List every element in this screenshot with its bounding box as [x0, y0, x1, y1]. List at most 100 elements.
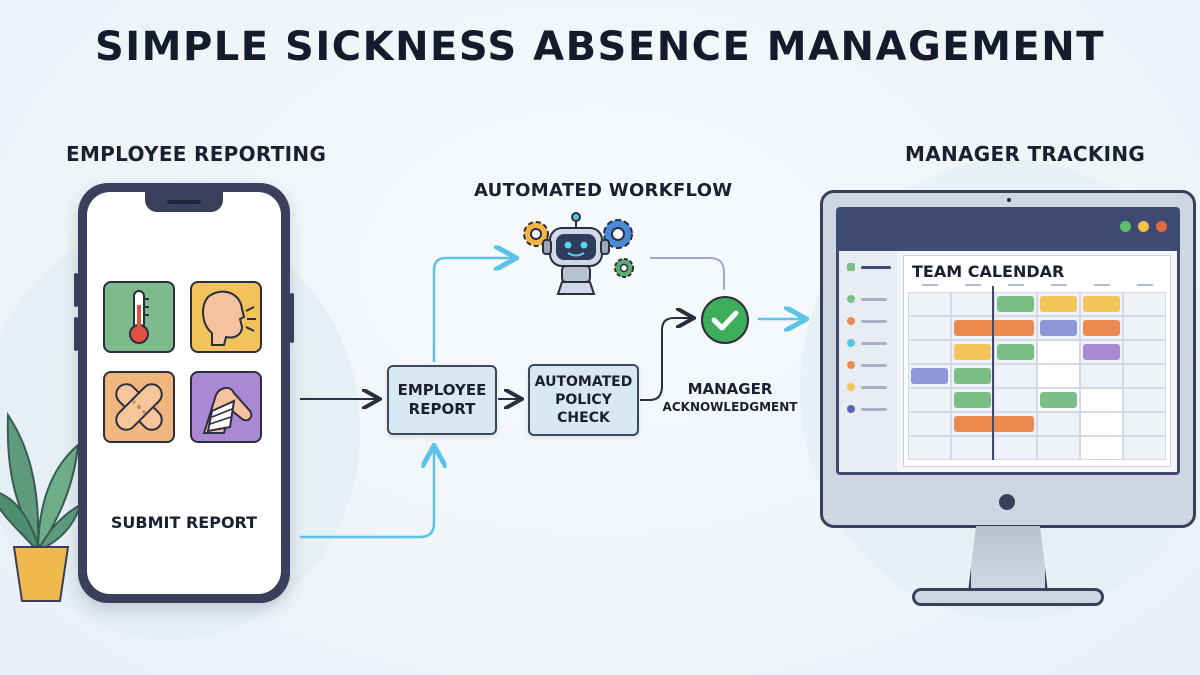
monitor: TEAM CALENDAR [820, 190, 1196, 528]
robot-icon [523, 212, 634, 295]
monitor-power-button[interactable] [999, 494, 1015, 510]
calendar-cell[interactable] [1123, 412, 1166, 436]
calendar-event[interactable] [954, 368, 991, 384]
policy-check-box: AUTOMATED POLICY CHECK [528, 364, 639, 436]
calendar-cell[interactable] [1080, 388, 1123, 412]
calendar-event[interactable] [1083, 320, 1120, 336]
calendar-event[interactable] [997, 296, 1034, 312]
calendar-event[interactable] [1040, 320, 1077, 336]
monitor-camera [1007, 198, 1011, 202]
calendar-header-mark [1137, 284, 1153, 286]
submit-report-button[interactable]: SUBMIT REPORT [110, 513, 258, 532]
calendar-cell[interactable] [908, 316, 951, 340]
calendar-event[interactable] [1083, 296, 1120, 312]
calendar-title: TEAM CALENDAR [912, 262, 1065, 281]
calendar-event[interactable] [954, 344, 991, 360]
calendar-cell[interactable] [951, 436, 994, 460]
policy-check-line2: POLICY [555, 392, 612, 408]
calendar-header-mark [1094, 284, 1110, 286]
calendar-cell[interactable] [951, 292, 994, 316]
phone-notch [145, 192, 223, 212]
calendar-event[interactable] [954, 392, 991, 408]
team-calendar-panel: TEAM CALENDAR [903, 255, 1171, 467]
monitor-stand-neck [968, 526, 1048, 592]
calendar-cell[interactable] [994, 436, 1037, 460]
manager-ack-line1: MANAGER [687, 380, 773, 398]
phone-side-button [74, 317, 78, 351]
window-control-red[interactable] [1156, 221, 1167, 232]
sick-face-icon[interactable] [190, 281, 262, 353]
employee-report-line2: REPORT [408, 400, 476, 418]
sidebar-item[interactable] [847, 295, 887, 303]
phone-side-button [290, 293, 294, 343]
sidebar-item[interactable] [847, 383, 887, 391]
plant-illustration [0, 411, 82, 602]
calendar-event[interactable] [911, 368, 948, 384]
calendar-sidebar [839, 251, 897, 472]
employee-report-line1: EMPLOYEE [397, 381, 487, 399]
calendar-cell[interactable] [994, 364, 1037, 388]
sidebar-item[interactable] [847, 339, 887, 347]
phone-side-button [74, 273, 78, 307]
calendar-cell[interactable] [994, 388, 1037, 412]
manager-ack-label: MANAGER ACKNOWLEDGMENT [650, 380, 810, 414]
page-title: SIMPLE SICKNESS ABSENCE MANAGEMENT [94, 24, 1106, 70]
calendar-app-window: TEAM CALENDAR [839, 251, 1177, 472]
calendar-cell[interactable] [1080, 412, 1123, 436]
calendar-header-mark [965, 284, 981, 286]
bandage-icon[interactable] [103, 371, 175, 443]
manager-ack-line2: ACKNOWLEDGMENT [662, 400, 798, 414]
policy-check-line1: AUTOMATED [534, 374, 633, 390]
calendar-grid [908, 284, 1166, 462]
sidebar-item[interactable] [847, 263, 891, 271]
today-marker-line [992, 286, 994, 460]
calendar-cell[interactable] [908, 388, 951, 412]
sidebar-item[interactable] [847, 405, 887, 413]
gear-icon [523, 221, 549, 247]
calendar-cell[interactable] [1080, 364, 1123, 388]
calendar-cell[interactable] [1123, 340, 1166, 364]
phone: SUBMIT REPORT [74, 183, 294, 603]
arrow-policy-to-check [640, 318, 692, 401]
calendar-header-mark [1051, 284, 1067, 286]
sidebar-item[interactable] [847, 361, 887, 369]
calendar-event[interactable] [1040, 392, 1077, 408]
calendar-event[interactable] [1083, 344, 1120, 360]
calendar-cell[interactable] [908, 292, 951, 316]
section-label-employee: EMPLOYEE REPORTING [66, 142, 327, 166]
calendar-cell[interactable] [1123, 292, 1166, 316]
policy-check-line3: CHECK [557, 410, 610, 426]
gear-icon [614, 258, 634, 278]
monitor-stand-base [912, 588, 1104, 606]
calendar-cell[interactable] [908, 340, 951, 364]
phone-screen: SUBMIT REPORT [87, 192, 281, 594]
calendar-cell[interactable] [1123, 364, 1166, 388]
arrow-submit-to-report [300, 448, 434, 539]
monitor-screen: TEAM CALENDAR [836, 207, 1180, 475]
bandaged-arm-icon[interactable] [190, 371, 262, 443]
calendar-cell[interactable] [1123, 316, 1166, 340]
calendar-cell[interactable] [1037, 340, 1080, 364]
calendar-cell[interactable] [1080, 436, 1123, 460]
calendar-cell[interactable] [1123, 436, 1166, 460]
calendar-cell[interactable] [908, 436, 951, 460]
calendar-event[interactable] [997, 344, 1034, 360]
calendar-cell[interactable] [1123, 388, 1166, 412]
sidebar-item[interactable] [847, 317, 887, 325]
section-label-manager: MANAGER TRACKING [905, 142, 1146, 166]
calendar-event[interactable] [954, 320, 1034, 336]
calendar-header-mark [1008, 284, 1024, 286]
calendar-cell[interactable] [1037, 412, 1080, 436]
calendar-event[interactable] [954, 416, 1034, 432]
calendar-cell[interactable] [1037, 436, 1080, 460]
window-control-green[interactable] [1120, 221, 1131, 232]
thermometer-icon[interactable] [103, 281, 175, 353]
calendar-cell[interactable] [908, 412, 951, 436]
calendar-event[interactable] [1040, 296, 1077, 312]
calendar-header-mark [922, 284, 938, 286]
calendar-cell[interactable] [1037, 364, 1080, 388]
employee-report-box: EMPLOYEE REPORT [387, 365, 497, 435]
window-control-yellow[interactable] [1138, 221, 1149, 232]
section-label-workflow: AUTOMATED WORKFLOW [474, 180, 733, 201]
